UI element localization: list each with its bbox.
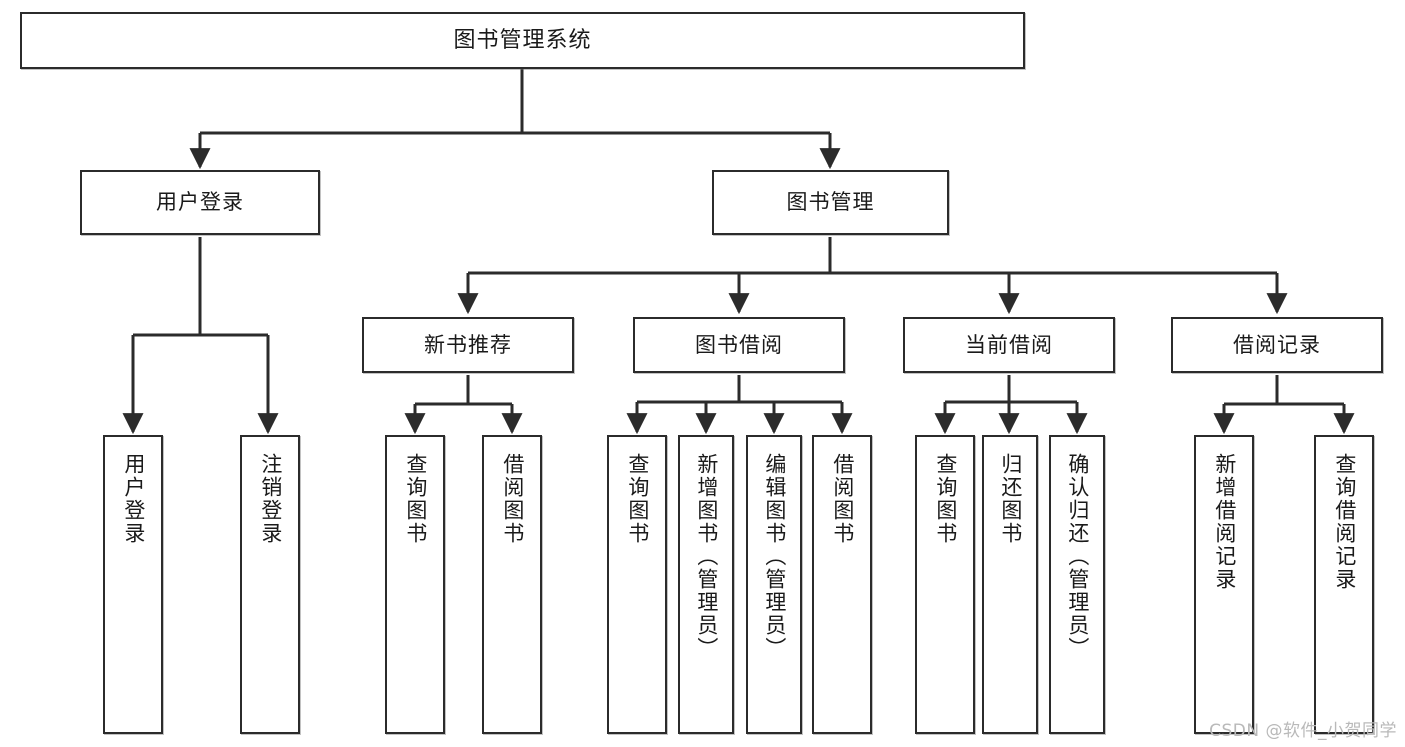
node-user-login[interactable]: 用户登录 bbox=[80, 170, 320, 235]
node-label: 图书管理 bbox=[786, 190, 875, 215]
node-leaf-rec-borrow-book[interactable]: 借阅图书 bbox=[482, 435, 542, 734]
node-label: 归还图书 bbox=[998, 453, 1023, 545]
node-leaf-bb-edit-book[interactable]: 编辑图书（管理员） bbox=[746, 435, 802, 734]
node-leaf-logout[interactable]: 注销登录 bbox=[240, 435, 300, 734]
node-label: 新增借阅记录 bbox=[1212, 453, 1237, 591]
node-label: 借阅图书 bbox=[500, 453, 525, 545]
node-label: 用户登录 bbox=[156, 190, 244, 215]
node-label: 借阅记录 bbox=[1233, 332, 1321, 357]
node-label: 用户登录 bbox=[121, 453, 146, 545]
node-label: 确认归还（管理员） bbox=[1065, 453, 1090, 660]
node-label: 图书管理系统 bbox=[453, 27, 592, 53]
node-leaf-cb-confirm-return[interactable]: 确认归还（管理员） bbox=[1049, 435, 1105, 734]
node-label: 查询借阅记录 bbox=[1332, 453, 1357, 591]
node-leaf-bb-borrow-book[interactable]: 借阅图书 bbox=[812, 435, 872, 734]
node-leaf-cb-query-book[interactable]: 查询图书 bbox=[915, 435, 975, 734]
node-new-book-recommend[interactable]: 新书推荐 bbox=[362, 317, 574, 373]
node-root-system[interactable]: 图书管理系统 bbox=[20, 12, 1025, 69]
node-label: 借阅图书 bbox=[830, 453, 855, 545]
node-leaf-user-login[interactable]: 用户登录 bbox=[103, 435, 163, 734]
node-label: 图书借阅 bbox=[695, 332, 783, 357]
node-label: 注销登录 bbox=[258, 453, 283, 545]
node-leaf-bb-add-book[interactable]: 新增图书（管理员） bbox=[678, 435, 734, 734]
node-leaf-br-query-record[interactable]: 查询借阅记录 bbox=[1314, 435, 1374, 734]
node-leaf-br-add-record[interactable]: 新增借阅记录 bbox=[1194, 435, 1254, 734]
node-label: 查询图书 bbox=[933, 453, 958, 545]
node-label: 查询图书 bbox=[403, 453, 428, 545]
node-book-borrow[interactable]: 图书借阅 bbox=[633, 317, 845, 373]
node-label: 当前借阅 bbox=[965, 332, 1053, 357]
node-label: 新增图书（管理员） bbox=[694, 453, 719, 660]
node-leaf-rec-query-book[interactable]: 查询图书 bbox=[385, 435, 445, 734]
node-label: 新书推荐 bbox=[424, 332, 512, 357]
node-book-manage[interactable]: 图书管理 bbox=[712, 170, 949, 235]
node-label: 查询图书 bbox=[625, 453, 650, 545]
node-current-borrow[interactable]: 当前借阅 bbox=[903, 317, 1115, 373]
node-leaf-cb-return-book[interactable]: 归还图书 bbox=[982, 435, 1038, 734]
node-borrow-record[interactable]: 借阅记录 bbox=[1171, 317, 1383, 373]
node-label: 编辑图书（管理员） bbox=[762, 453, 787, 660]
node-leaf-bb-query-book[interactable]: 查询图书 bbox=[607, 435, 667, 734]
